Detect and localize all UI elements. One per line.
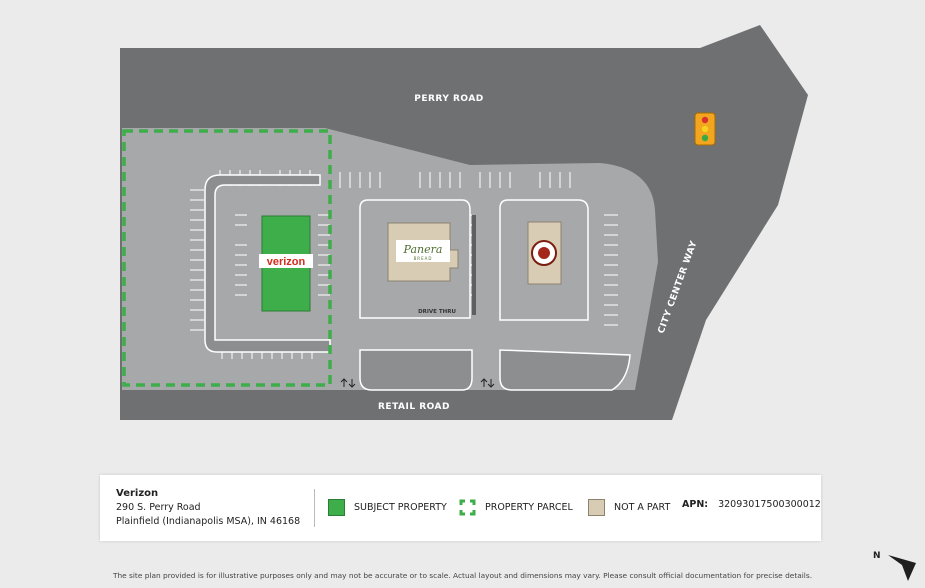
retail-road-label: RETAIL ROAD (378, 402, 450, 412)
panera-logo-sub: BREAD (414, 256, 433, 261)
legend-not-a-part: NOT A PART (588, 499, 670, 516)
chipotle-logo-inner (538, 247, 550, 259)
north-label: N (873, 551, 881, 561)
panera-logo-box (396, 240, 450, 262)
property-parcel-swatch (459, 499, 476, 516)
not-a-part-swatch (588, 499, 605, 516)
legend-apn: APN: 32093017500300012 (682, 499, 821, 510)
tenant-name: Verizon (116, 488, 159, 499)
legend-subject-property: SUBJECT PROPERTY (328, 499, 447, 516)
apn-label: APN: (682, 499, 709, 510)
site-plan-map: verizon Panera BREAD PERRY ROAD RETAIL R… (120, 25, 808, 420)
entry-arrows (340, 378, 495, 388)
legend-panel: Verizon 290 S. Perry Road Plainfield (In… (100, 475, 821, 541)
legend-property-parcel: PROPERTY PARCEL (459, 499, 573, 516)
property-address: Verizon 290 S. Perry Road Plainfield (In… (116, 487, 300, 529)
verizon-logo-box (259, 254, 313, 268)
apn-value: 32093017500300012 (718, 499, 821, 510)
disclaimer-text: The site plan provided is for illustrati… (112, 571, 813, 580)
subject-property-swatch (328, 499, 345, 516)
legend-divider (314, 489, 315, 527)
north-arrow: N (866, 549, 918, 583)
address-line-1: 290 S. Perry Road (116, 502, 201, 513)
north-arrow-icon (888, 555, 916, 581)
address-line-2: Plainfield (Indianapolis MSA), IN 46168 (116, 516, 301, 527)
panera-logo: Panera (403, 243, 443, 256)
not-a-part-label: NOT A PART (614, 502, 671, 513)
drive-thru-label: DRIVE THRU (418, 309, 456, 315)
perry-road-label: PERRY ROAD (414, 94, 484, 104)
verizon-logo: verizon (267, 256, 306, 268)
traffic-signal-icon (694, 112, 716, 146)
property-parcel-outline (122, 129, 332, 387)
drive-thru-lane (472, 215, 476, 315)
property-parcel-label: PROPERTY PARCEL (485, 502, 573, 513)
subject-property-label: SUBJECT PROPERTY (354, 502, 447, 513)
